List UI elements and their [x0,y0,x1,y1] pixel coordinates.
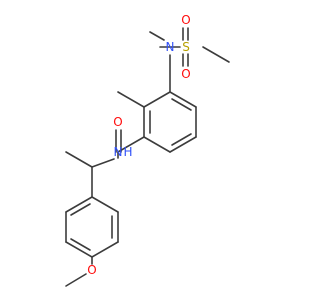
atom-label-h-amide: H [123,145,132,159]
bond-ring2-1 [91,196,119,213]
atom-label-n-sulfonamide: N [166,40,175,54]
bond-ring-3-inner [171,133,192,146]
atom-label-o-methoxy: O [87,263,96,277]
bond-n-methyl [149,31,165,41]
bond-ring2-4-inner [70,238,91,251]
bond-ring2-3 [91,241,119,258]
chemical-structure: N S O O O N H O [65,13,230,287]
atom-label-o-sulfonyl-top: O [181,13,190,27]
bond-ring2-6-inner [70,203,91,216]
bond-ring2-6 [65,196,93,213]
bond-ring-methyl [117,91,145,108]
bond-ring-6 [143,91,171,108]
atom-label-s: S [182,40,190,54]
bond-ring-1 [169,91,197,108]
bond-ring-carbonyl [117,136,145,153]
atom-label-o-carbonyl: O [113,115,122,129]
atom-label-o-sulfonyl-bottom: O [181,67,190,81]
bond-n-ch [91,158,115,168]
bond-o-ch3 [65,273,87,287]
bond-ring2-4 [65,241,93,258]
bond-ring-4 [143,136,171,153]
bonds [65,27,230,287]
bond-ring-3 [169,136,197,153]
atom-label-n-amide: N [114,145,123,159]
atom-labels: N S O O O N H O [87,13,190,277]
bond-ch-methyl [65,151,93,168]
bond-s-ch3 [202,46,230,63]
bond-ring-1-inner [171,98,192,111]
